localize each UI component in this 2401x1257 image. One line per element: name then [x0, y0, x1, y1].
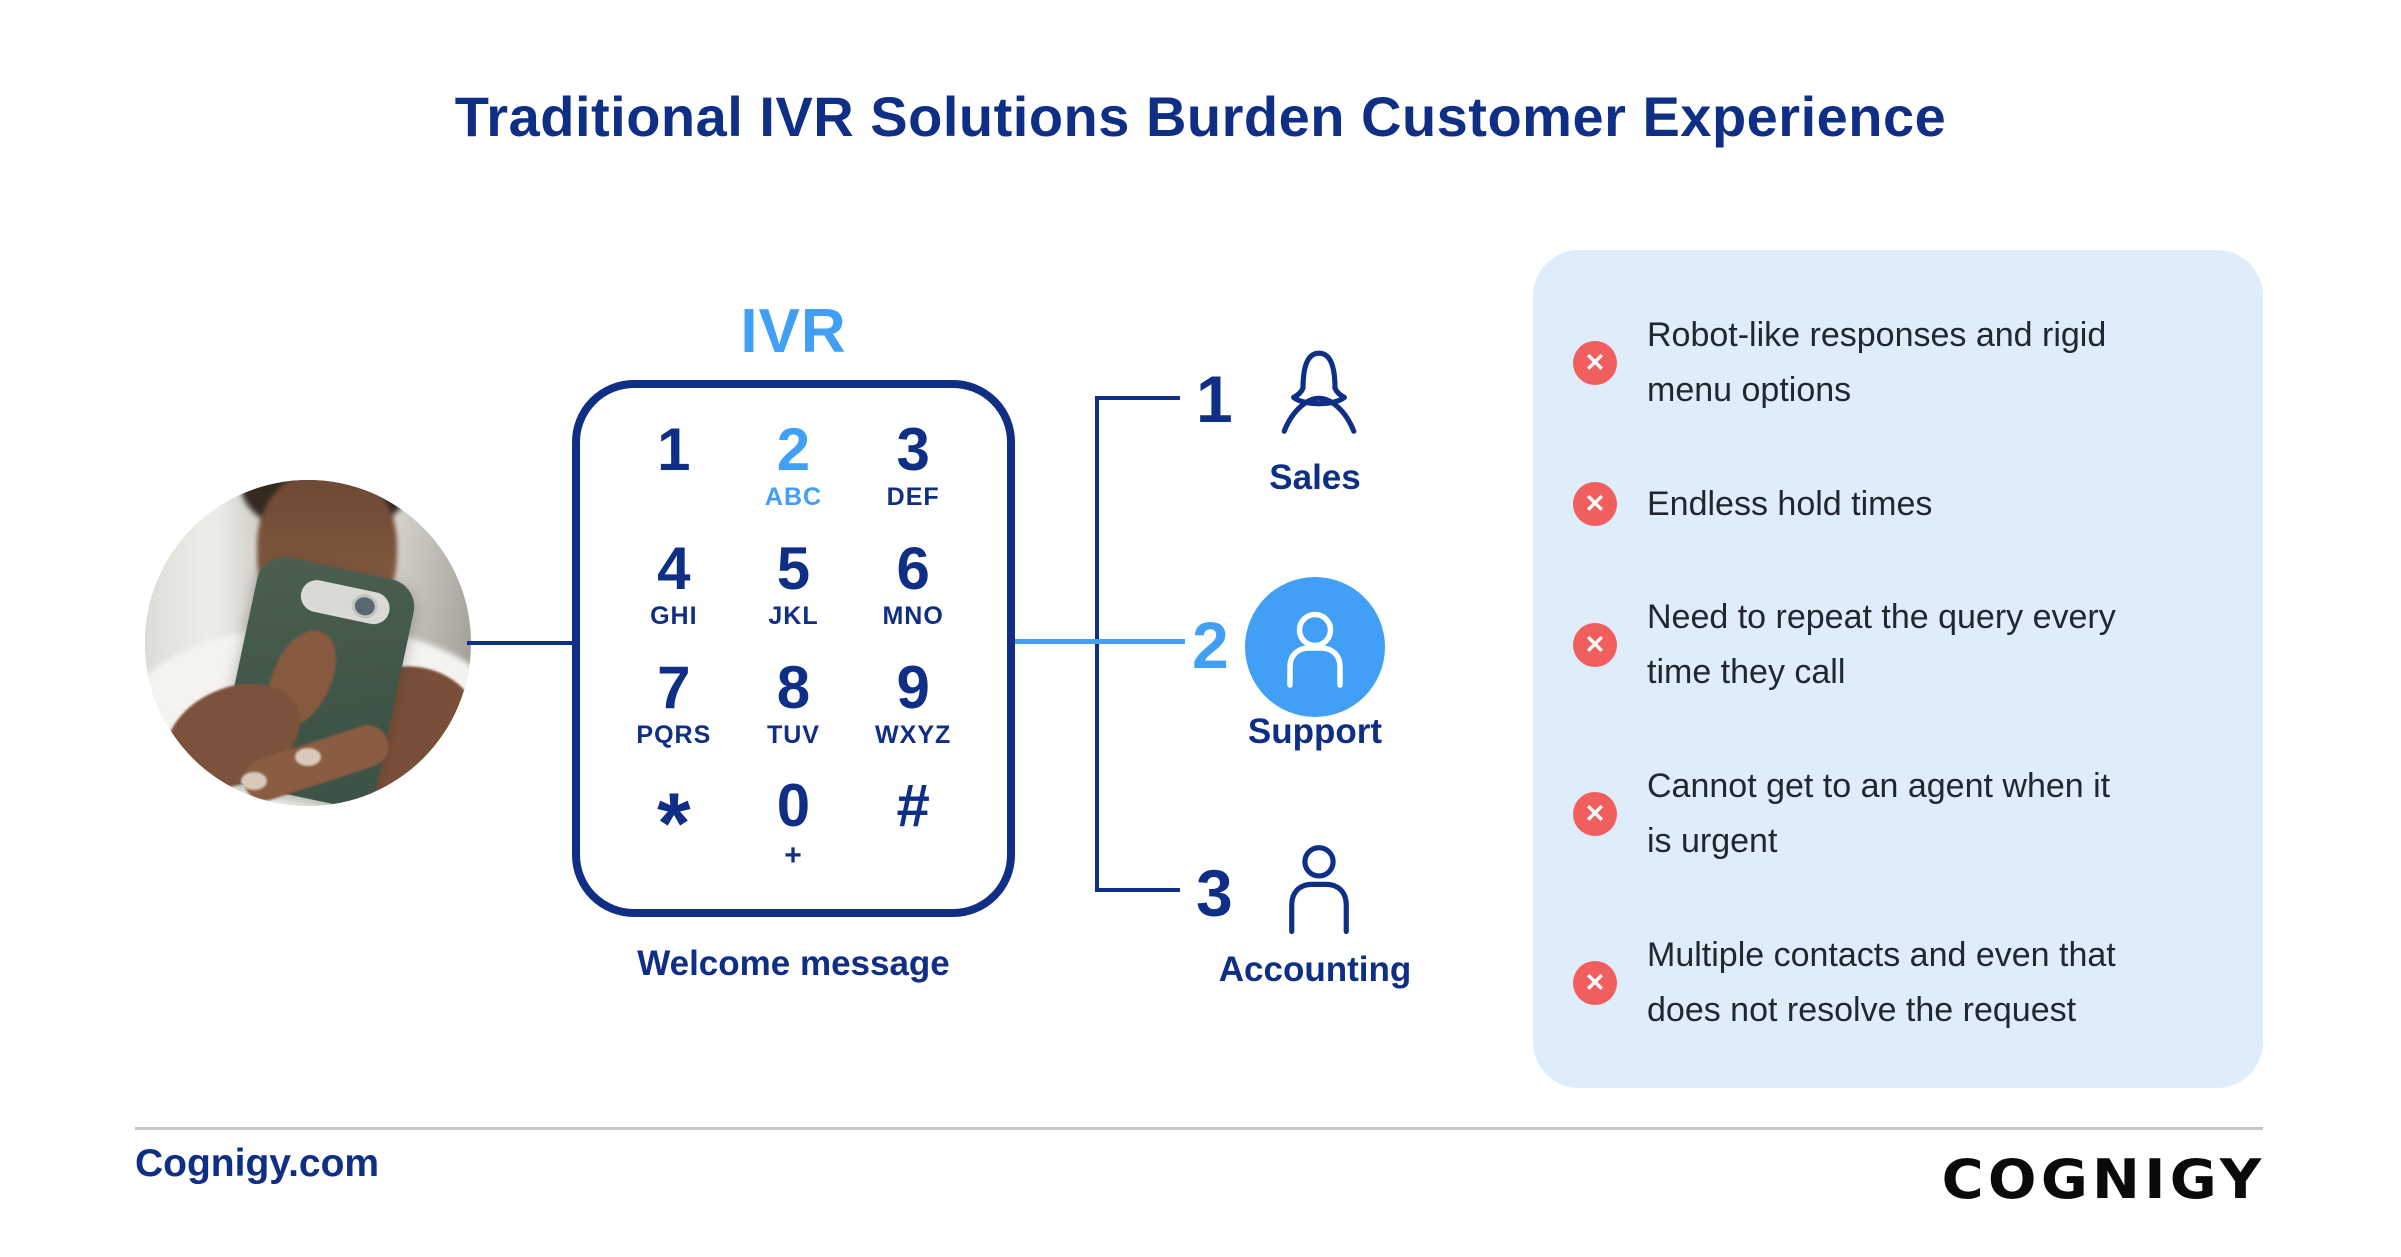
issue-item: ✕ Robot-like responses and rigid menu op… [1573, 308, 2217, 418]
keypad-key-1: 1 [657, 416, 691, 483]
option-2-label: Support [1247, 712, 1383, 751]
cognigy-website-link[interactable]: Cognigy.com [135, 1142, 380, 1185]
issue-text: Cannot get to an agent when it is urgent [1647, 767, 2111, 861]
customer-photo [145, 480, 471, 806]
footer-divider [135, 1127, 2263, 1130]
phone-camera-module [297, 577, 393, 628]
keypad-key-6: 6 MNO [882, 534, 944, 630]
keypad-key-9: 9 WXYZ [875, 653, 952, 749]
issue-text: Multiple contacts and even that does not… [1647, 935, 2116, 1029]
issue-text: Endless hold times [1647, 484, 1933, 523]
support-circle [1245, 577, 1385, 717]
connector-photo-to-keypad [467, 641, 573, 645]
keypad-key-hash: # [896, 772, 930, 840]
x-icon: ✕ [1573, 623, 1617, 668]
keypad-key-7: 7 PQRS [636, 653, 712, 749]
support-person-icon [1287, 611, 1343, 688]
issue-item: ✕ Cannot get to an agent when it is urge… [1573, 759, 2217, 869]
welcome-message-label: Welcome message [637, 944, 950, 983]
cognigy-logo: COGNIGY [1941, 1148, 2265, 1211]
option-2-number: 2 [1192, 608, 1229, 682]
ivr-keypad: 1 2 ABC 3 DEF 4 GHI 5 JKL 6 MNO 7 PQRS 8 [572, 380, 1015, 917]
connector-to-option-1 [1095, 396, 1180, 400]
fingernail [295, 748, 321, 766]
phone-camera-lens [349, 591, 380, 621]
x-icon: ✕ [1573, 341, 1617, 386]
sales-person-icon [1281, 350, 1357, 434]
keypad-key-8: 8 TUV [766, 653, 820, 749]
connector-to-option-3 [1095, 888, 1180, 892]
connector-vertical [1095, 396, 1099, 892]
issue-item: ✕ Endless hold times [1573, 477, 2217, 532]
x-icon: ✕ [1573, 792, 1617, 837]
option-1-label: Sales [1269, 458, 1361, 497]
page-title: Traditional IVR Solutions Burden Custome… [454, 85, 1947, 148]
option-1-number: 1 [1196, 362, 1233, 436]
keypad-key-star: * [657, 776, 691, 873]
accounting-person-icon [1289, 845, 1349, 934]
issues-panel: ✕ Robot-like responses and rigid menu op… [1533, 250, 2263, 1088]
x-icon: ✕ [1573, 960, 1617, 1005]
keypad-key-5: 5 JKL [768, 534, 819, 630]
keypad-key-2-highlighted: 2 ABC [764, 416, 823, 511]
option-3-number: 3 [1196, 856, 1233, 930]
option-3-label: Accounting [1218, 950, 1412, 989]
ivr-label: IVR [740, 297, 847, 366]
issue-text: Need to repeat the query every time they… [1647, 598, 2116, 692]
x-icon: ✕ [1573, 482, 1617, 527]
keypad-key-4: 4 GHI [650, 534, 698, 630]
issue-item: ✕ Multiple contacts and even that does n… [1573, 928, 2217, 1038]
connector-to-option-2-highlighted [1015, 639, 1185, 644]
issue-text: Robot-like responses and rigid menu opti… [1647, 316, 2107, 410]
issue-item: ✕ Need to repeat the query every time th… [1573, 590, 2217, 700]
fingernail [241, 772, 267, 790]
keypad-key-0: 0 + [776, 772, 811, 873]
keypad-key-3: 3 DEF [886, 416, 940, 511]
